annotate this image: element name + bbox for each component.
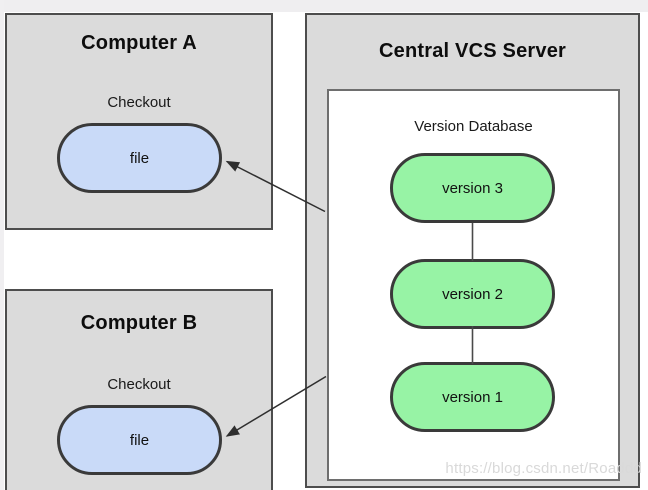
version-3-label: version 3 (442, 179, 503, 197)
page-edge-top (0, 0, 648, 12)
computer-a-file-node: file (57, 123, 222, 193)
version-2-node: version 2 (390, 259, 555, 329)
version-1-node: version 1 (390, 362, 555, 432)
central-vcs-server-box: Central VCS Server Version Database vers… (305, 13, 640, 488)
version-1-label: version 1 (442, 388, 503, 406)
computer-a-file-label: file (129, 149, 150, 167)
computer-a-box: Computer A Checkout file (5, 13, 273, 230)
computer-b-file-node: file (57, 405, 222, 475)
computer-b-box: Computer B Checkout file (5, 289, 273, 490)
computer-b-title: Computer B (80, 312, 198, 334)
computer-b-checkout-label: Checkout (107, 376, 171, 393)
page-edge-left (0, 0, 4, 490)
computer-a-checkout-label: Checkout (107, 94, 171, 111)
version-2-label: version 2 (442, 285, 503, 303)
version-3-node: version 3 (390, 153, 555, 223)
computer-a-title: Computer A (81, 32, 197, 54)
version-database-title: Version Database (414, 118, 533, 135)
central-vcs-server-title: Central VCS Server (378, 40, 567, 62)
computer-b-file-label: file (129, 431, 150, 449)
watermark-text: https://blog.csdn.net/Roaddd (445, 460, 642, 477)
version-database-box: Version Database version 3 version 2 ver… (327, 89, 620, 481)
